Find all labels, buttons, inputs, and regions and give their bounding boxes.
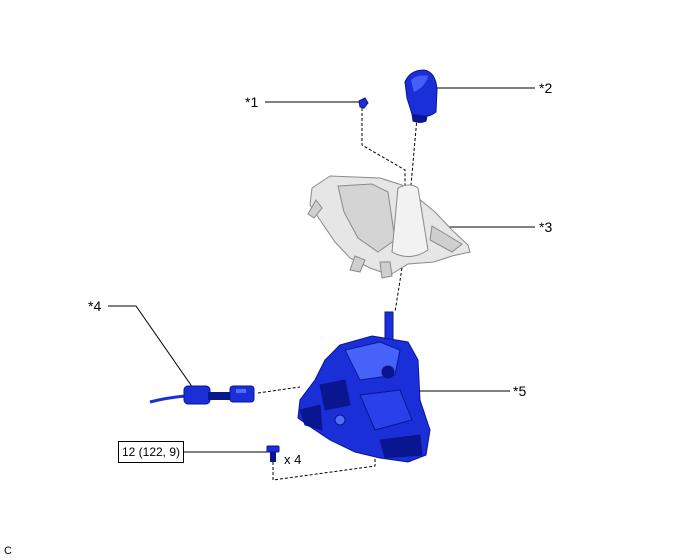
- bolt-part: [266, 445, 280, 462]
- figure-code-label: C: [4, 545, 12, 557]
- shift-knob-part: [404, 69, 438, 123]
- console-panel-part: [307, 175, 471, 279]
- bolt-quantity-label: x 4: [284, 452, 302, 467]
- clip-part: [358, 97, 369, 109]
- leader-lines: [108, 87, 535, 453]
- callout-3-label: *3: [539, 219, 553, 235]
- control-cable-part: [149, 385, 255, 405]
- shift-lever-assembly-part: [297, 311, 431, 463]
- callout-4-label: *4: [88, 298, 102, 314]
- alignment-lines: [257, 108, 418, 481]
- torque-spec-box: 12 (122, 9): [118, 441, 184, 463]
- callout-2-label: *2: [539, 80, 553, 96]
- callout-1-label: *1: [245, 94, 259, 110]
- callout-5-label: *5: [513, 383, 527, 399]
